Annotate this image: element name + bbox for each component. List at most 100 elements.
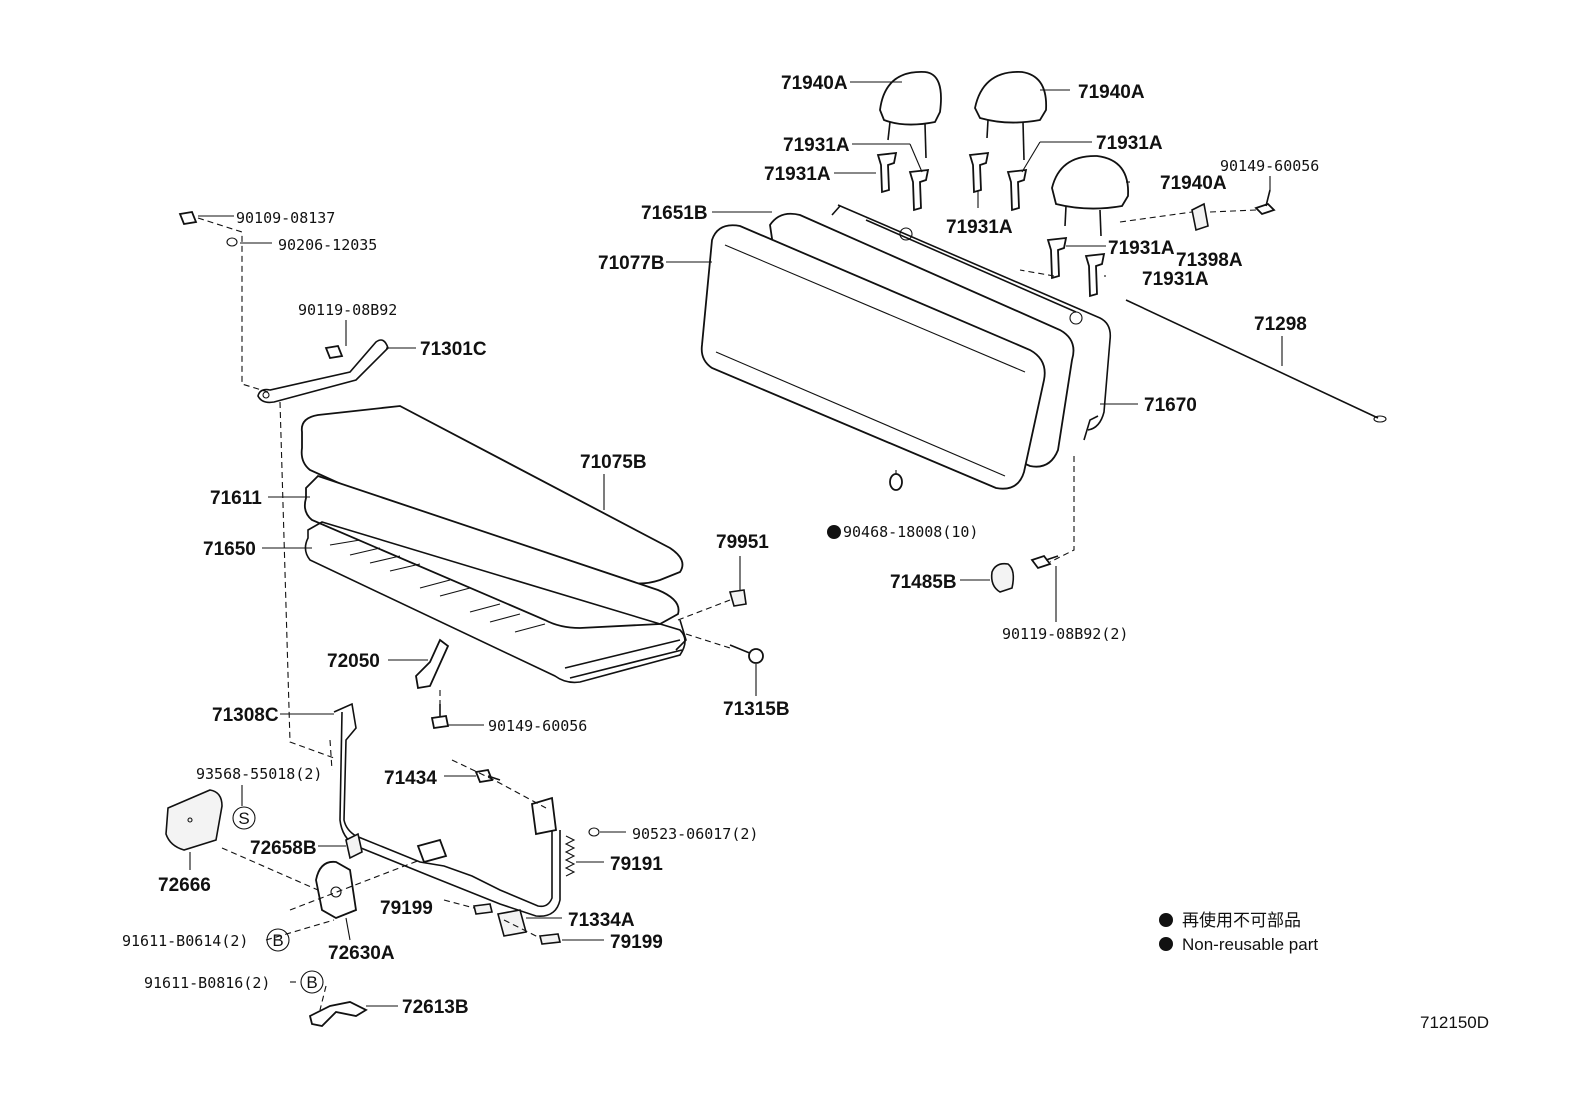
headrest-support-2	[908, 168, 930, 212]
label-71434: 71434	[384, 768, 437, 789]
strap-72050	[415, 638, 450, 690]
cover-72666	[165, 789, 223, 851]
non-reusable-dot-icon	[827, 525, 841, 539]
label-71298: 71298	[1254, 314, 1307, 335]
pin-71315B	[729, 644, 764, 664]
headrest-support-1	[876, 151, 898, 194]
label-72666: 72666	[158, 875, 211, 896]
label-71931A-3: 71931A	[1096, 133, 1163, 154]
spring-79191	[564, 835, 576, 877]
seat-cushion-pad	[303, 474, 680, 629]
label-71931A-2: 71931A	[764, 164, 831, 185]
label-72630A: 72630A	[328, 943, 395, 964]
pin-71434	[474, 768, 501, 784]
pad-79199-2	[539, 933, 561, 945]
label-71075B: 71075B	[580, 452, 647, 473]
symbol-b-1: B	[272, 931, 283, 950]
label-71308C: 71308C	[212, 705, 279, 726]
label-71077B: 71077B	[598, 253, 665, 274]
screw-90149-top	[1254, 189, 1276, 216]
symbol-s: S	[238, 809, 249, 828]
leg-frame-71308C	[333, 702, 561, 917]
bracket-72613B	[308, 1001, 368, 1027]
label-90149-60056-top: 90149-60056	[1220, 157, 1319, 175]
label-71485B: 71485B	[890, 572, 957, 593]
label-72658B: 72658B	[250, 838, 317, 859]
legend: 再使用不可部品 Non-reusable part	[1159, 910, 1318, 954]
legend-text-en: Non-reusable part	[1182, 935, 1318, 954]
filled-dot-icon	[1159, 913, 1173, 927]
lock-72630A	[315, 860, 357, 919]
label-79199-2: 79199	[610, 932, 663, 953]
grommet-90468	[889, 473, 903, 491]
seat-back-cover	[700, 224, 1046, 490]
dashed-guides	[197, 209, 1257, 1011]
headrest-3	[1051, 155, 1129, 237]
diagram-code: 712150D	[1420, 1013, 1489, 1032]
label-71931A-5: 71931A	[1108, 238, 1175, 259]
symbol-b-circle-1	[266, 928, 290, 952]
label-71611: 71611	[210, 488, 262, 509]
headrest-support-3	[968, 151, 990, 194]
label-71315B: 71315B	[723, 699, 790, 720]
cap-71485B	[990, 562, 1015, 593]
callout-labels: 71940A 71940A 71940A 71931A 71931A 71931…	[122, 73, 1319, 1018]
pad-79199-1	[473, 903, 493, 915]
label-71301C: 71301C	[420, 339, 487, 360]
label-91611-B0816: 91611-B0816(2)	[144, 974, 270, 992]
label-71940A-2: 71940A	[1078, 82, 1145, 103]
label-90119-08B92: 90119-08B92	[298, 301, 397, 319]
headrest-support-4	[1006, 168, 1028, 212]
cap-71334A	[496, 909, 528, 937]
clip-71398A	[1191, 202, 1209, 232]
washer-90206-12035	[226, 237, 238, 247]
label-71651B: 71651B	[641, 203, 708, 224]
label-71650: 71650	[203, 539, 256, 560]
circled-symbols: S B B	[232, 806, 324, 994]
rod-71298	[1125, 299, 1387, 423]
symbol-b-2: B	[306, 973, 317, 992]
label-91611-B0614: 91611-B0614(2)	[122, 932, 248, 950]
seat-back-frame	[831, 204, 1112, 441]
label-71931A-1: 71931A	[783, 135, 850, 156]
headrest-2	[974, 71, 1047, 161]
label-71334A: 71334A	[568, 910, 635, 931]
label-71931A-4: 71931A	[946, 217, 1013, 238]
seat-cushion-frame	[304, 521, 687, 684]
headrest-support-6	[1084, 252, 1106, 298]
clip-79951	[728, 589, 747, 607]
label-90119-08B92-2: 90119-08B92(2)	[1002, 625, 1128, 643]
label-90523: 90523-06017(2)	[632, 825, 758, 843]
label-93568: 93568-55018(2)	[196, 765, 322, 783]
label-79199-1: 79199	[380, 898, 433, 919]
seat-cushion-cover	[300, 405, 684, 586]
label-71931A-6: 71931A	[1142, 269, 1209, 290]
label-90206-12035: 90206-12035	[278, 236, 377, 254]
bolt-90119-08B92	[324, 344, 344, 360]
symbol-b-circle-2	[300, 970, 324, 994]
label-90149-60056-low: 90149-60056	[488, 717, 587, 735]
legend-text-jp: 再使用不可部品	[1182, 910, 1301, 930]
label-79951: 79951	[716, 532, 769, 553]
bolt-90119-08B92-2	[1030, 554, 1059, 570]
screw-90149-lower	[430, 704, 450, 730]
label-72050: 72050	[327, 651, 380, 672]
label-71398A: 71398A	[1176, 250, 1243, 271]
lever-72658B	[345, 832, 363, 860]
label-79191: 79191	[610, 854, 663, 875]
bolt-90109-08137	[178, 210, 198, 226]
label-71940A-3: 71940A	[1160, 173, 1227, 194]
clip-90523	[588, 827, 600, 837]
leader-lines	[189, 81, 1283, 1007]
headrest-support-5	[1046, 236, 1068, 280]
headrest-1	[879, 71, 942, 159]
symbol-s-circle	[232, 806, 256, 830]
filled-dot-icon	[1159, 937, 1173, 951]
link-71301C	[257, 339, 389, 404]
label-72613B: 72613B	[402, 997, 469, 1018]
label-90109-08137: 90109-08137	[236, 209, 335, 227]
label-71670: 71670	[1144, 395, 1197, 416]
label-71940A-1: 71940A	[781, 73, 848, 94]
